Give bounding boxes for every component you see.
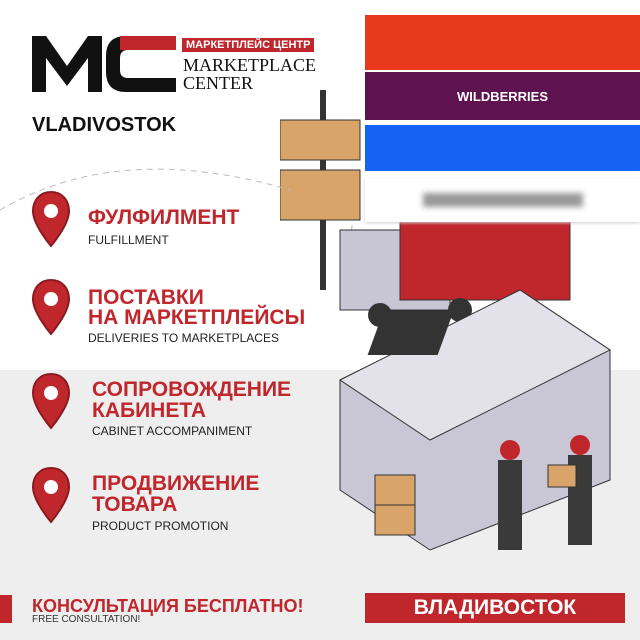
service-subtitle: CABINET ACCOMPANIMENT bbox=[92, 424, 253, 438]
service-subtitle: FULFILLMENT bbox=[88, 233, 169, 247]
footer-accent-bar bbox=[0, 595, 12, 623]
marketplace-banner-4 bbox=[365, 178, 640, 222]
marketplace-banner-3 bbox=[365, 125, 640, 171]
city-banner: ВЛАДИВОСТОК bbox=[365, 593, 625, 623]
marketplace-banner-wildberries: WILDBERRIES bbox=[365, 72, 640, 120]
service-title: ПРОДВИЖЕНИЕ bbox=[92, 472, 260, 495]
service-title-line2: НА МАРКЕТПЛЕЙСЫ bbox=[88, 306, 306, 329]
marketplace-label: WILDBERRIES bbox=[457, 88, 548, 104]
service-title-line2: КАБИНЕТА bbox=[92, 399, 207, 422]
brand-line-2: CENTER bbox=[183, 73, 253, 93]
consultation-cta-subtitle: FREE CONSULTATION! bbox=[32, 614, 141, 625]
service-subtitle: PRODUCT PROMOTION bbox=[92, 519, 229, 533]
consultation-cta: КОНСУЛЬТАЦИЯ БЕСПЛАТНО! bbox=[32, 596, 304, 616]
warehouse-illustration bbox=[280, 90, 611, 551]
location-pin-icon bbox=[31, 466, 71, 524]
location-pin-icon bbox=[31, 190, 71, 248]
blurred-logo bbox=[422, 193, 583, 207]
logo-mc-icon bbox=[32, 36, 102, 92]
location-pin-icon bbox=[31, 372, 71, 430]
service-title: ФУЛФИЛМЕНТ bbox=[88, 206, 240, 229]
dashed-path bbox=[0, 168, 291, 211]
marketplace-banner-1 bbox=[365, 15, 640, 70]
service-title: СОПРОВОЖДЕНИЕ bbox=[92, 378, 292, 401]
brand-line-1: MARKETPLACE bbox=[183, 55, 317, 75]
service-subtitle: DELIVERIES TO MARKETPLACES bbox=[88, 331, 279, 345]
city-label: VLADIVOSTOK bbox=[32, 114, 177, 136]
service-title-line2: ТОВАРА bbox=[92, 493, 178, 516]
logo-tagline: МАРКЕТПЛЕЙС ЦЕНТР bbox=[182, 38, 315, 52]
logo-c-icon bbox=[106, 36, 176, 92]
location-pin-icon bbox=[31, 278, 71, 336]
service-title: ПОСТАВКИ bbox=[88, 286, 204, 309]
